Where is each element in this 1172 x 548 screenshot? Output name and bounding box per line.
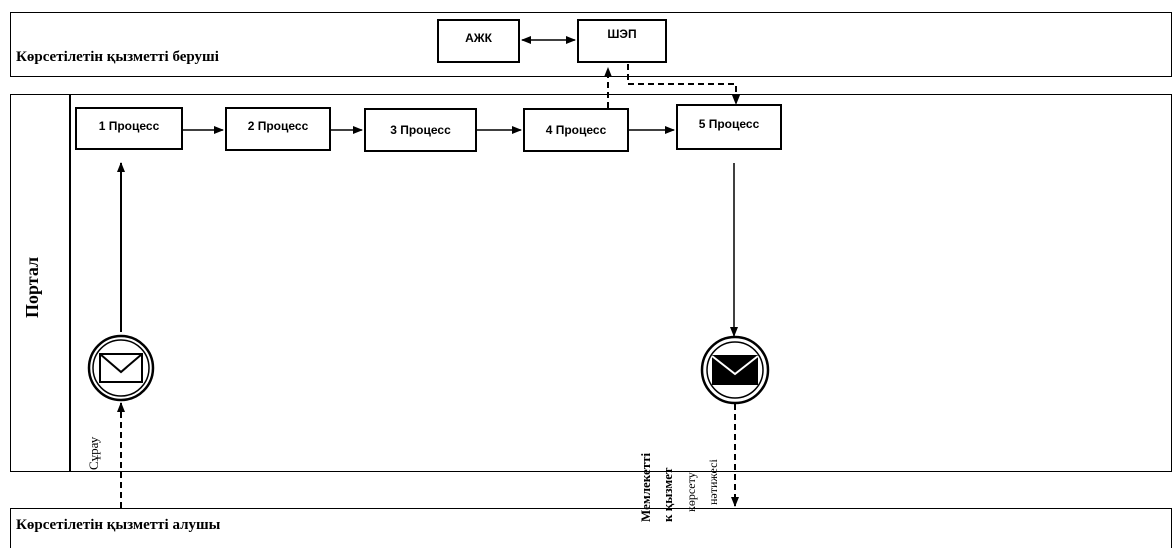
result-label-line4: нәтижесі	[706, 459, 720, 505]
process-4-label: 4 Процесс	[545, 123, 607, 137]
start-message-event	[87, 334, 155, 402]
process-2-label: 2 Процесс	[247, 119, 309, 133]
filled-envelope-icon	[711, 355, 759, 385]
system-shep-label: ШЭП	[607, 27, 637, 41]
system-ajk-label: АЖК	[465, 31, 492, 45]
arrow-shep-p5	[627, 64, 740, 105]
process-1-label: 1 Процесс	[98, 119, 160, 133]
result-label-line3: көрсету	[684, 472, 698, 512]
end-message-event	[700, 335, 770, 405]
process-2-box: 2 Процесс	[225, 107, 331, 151]
system-ajk-box: АЖК	[437, 19, 520, 63]
process-3-label: 3 Процесс	[390, 123, 451, 137]
system-shep-box: ШЭП	[577, 19, 667, 63]
process-3-box: 3 Процесс	[364, 108, 477, 152]
process-5-box: 5 Процесс	[676, 104, 782, 150]
process-5-label: 5 Процесс	[698, 117, 760, 131]
process-1-box: 1 Процесс	[75, 107, 183, 150]
envelope-icon	[99, 353, 143, 383]
request-label: Сұрау	[86, 436, 101, 470]
lane-provider-title: Көрсетілетін қызметті беруші	[16, 49, 219, 65]
lane-portal-divider	[69, 94, 71, 472]
result-label-line1: Мемлекетті	[638, 452, 653, 522]
lane-recipient-title: Көрсетілетін қызметті алушы	[16, 517, 221, 533]
process-4-box: 4 Процесс	[523, 108, 629, 152]
result-label-line2: к қызмет	[660, 467, 675, 522]
